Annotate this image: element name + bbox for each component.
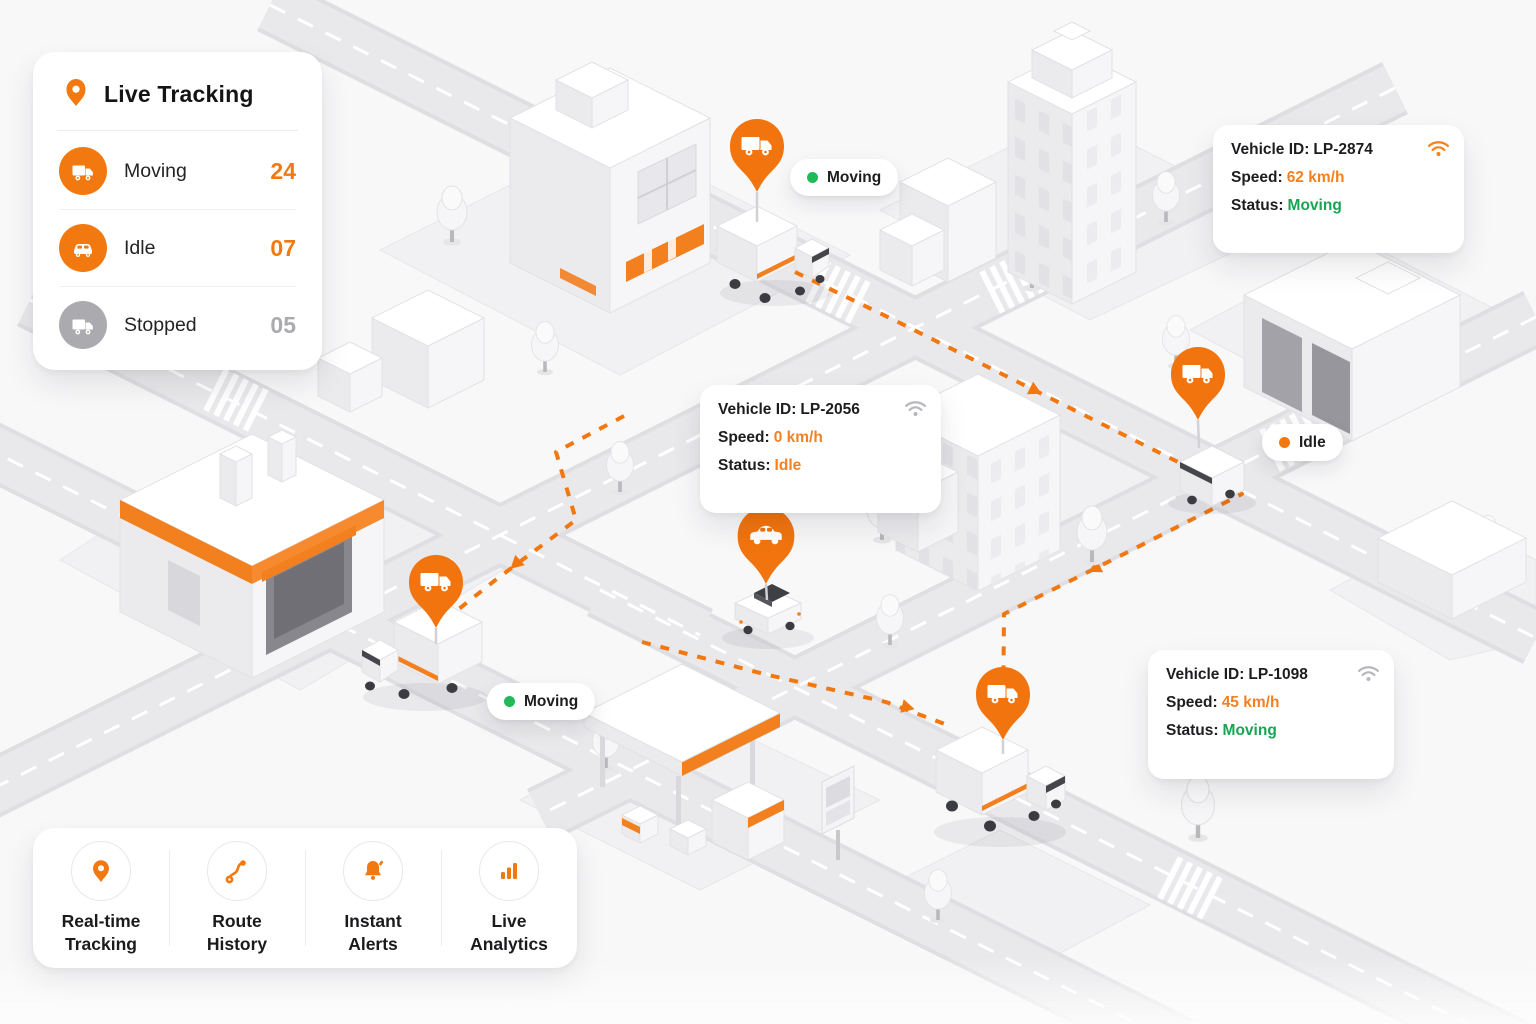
status-dot xyxy=(807,172,818,183)
tracking-row-count: 07 xyxy=(270,234,296,261)
building-warehouse-right xyxy=(1242,240,1462,442)
tracking-row-moving[interactable]: Moving 24 xyxy=(59,133,296,210)
status-label: Status: xyxy=(718,457,771,474)
tracking-row-idle[interactable]: Idle 07 xyxy=(59,210,296,287)
vehicle-id-value: LP-2056 xyxy=(800,401,860,418)
divider xyxy=(57,130,298,131)
route-path xyxy=(448,270,1244,728)
vehicle-id-label: Vehicle ID: xyxy=(1166,666,1245,683)
speed-label: Speed: xyxy=(1166,694,1218,711)
building-store xyxy=(508,61,712,314)
speed-value: 0 km/h xyxy=(773,429,823,446)
wifi-icon xyxy=(1357,664,1380,687)
building-tower xyxy=(1006,21,1138,305)
status-pill-label: Moving xyxy=(524,692,579,710)
map-pins xyxy=(409,119,1225,754)
tracking-row-label: Stopped xyxy=(124,313,197,336)
status-label: Status: xyxy=(1166,722,1219,739)
map-pin-icon xyxy=(63,77,89,112)
truck-top[interactable] xyxy=(715,205,831,306)
building-warehouse-left xyxy=(118,429,480,679)
vehicle-card-lp2874[interactable]: Vehicle ID:LP-2874 Speed:62 km/h Status:… xyxy=(1213,125,1464,253)
van-right[interactable] xyxy=(1168,445,1256,514)
status-label: Status: xyxy=(1231,197,1284,214)
car-icon xyxy=(59,224,107,272)
speed-label: Speed: xyxy=(1231,169,1283,186)
status-value: Moving xyxy=(1287,197,1342,214)
tracking-row-count: 05 xyxy=(270,311,296,338)
wifi-icon xyxy=(1427,139,1450,162)
speed-value: 62 km/h xyxy=(1286,169,1345,186)
truck-icon xyxy=(59,147,107,195)
live-tracking-title: Live Tracking xyxy=(104,81,254,107)
status-value: Moving xyxy=(1222,722,1277,739)
truck-icon xyxy=(59,301,107,349)
building-houses xyxy=(316,289,486,413)
status-value: Idle xyxy=(774,457,802,474)
truck-bottom-center[interactable] xyxy=(934,726,1067,847)
vehicle-id-value: LP-1098 xyxy=(1248,666,1308,683)
live-tracking-card: Live Tracking Moving 24 Idle 07 Stopped … xyxy=(33,52,322,370)
status-dot xyxy=(504,696,515,707)
status-pill-idle[interactable]: Idle xyxy=(1262,424,1343,461)
vehicle-id-label: Vehicle ID: xyxy=(718,401,797,418)
vehicle-id-value: LP-2874 xyxy=(1313,141,1373,158)
bell-icon xyxy=(343,840,403,901)
wifi-icon xyxy=(904,399,927,422)
building-monument xyxy=(878,157,998,287)
tracking-row-label: Moving xyxy=(124,159,187,182)
vehicle-id-label: Vehicle ID: xyxy=(1231,141,1310,158)
tracking-row-stopped[interactable]: Stopped 05 xyxy=(59,287,296,363)
status-dot xyxy=(1279,437,1290,448)
car-center[interactable] xyxy=(722,584,814,649)
building-blocks-right xyxy=(1376,500,1528,620)
vehicle-card-lp2056[interactable]: Vehicle ID:LP-2056 Speed:0 km/h Status:I… xyxy=(700,385,941,513)
tracking-row-label: Idle xyxy=(124,236,156,259)
status-pill-moving-bottom[interactable]: Moving xyxy=(487,683,596,720)
building-gas-station xyxy=(582,663,786,861)
status-pill-moving-top[interactable]: Moving xyxy=(790,159,899,196)
status-pill-label: Idle xyxy=(1299,433,1326,451)
bar-chart-icon xyxy=(479,840,539,901)
live-tracking-header: Live Tracking xyxy=(33,52,322,130)
map-pin-icon xyxy=(71,840,131,901)
signboard xyxy=(821,765,855,860)
vehicle-card-lp1098[interactable]: Vehicle ID:LP-1098 Speed:45 km/h Status:… xyxy=(1148,650,1394,779)
speed-label: Speed: xyxy=(718,429,770,446)
speed-value: 45 km/h xyxy=(1221,694,1280,711)
route-icon xyxy=(207,840,267,901)
status-pill-label: Moving xyxy=(827,168,882,186)
tracking-row-count: 24 xyxy=(270,157,296,184)
